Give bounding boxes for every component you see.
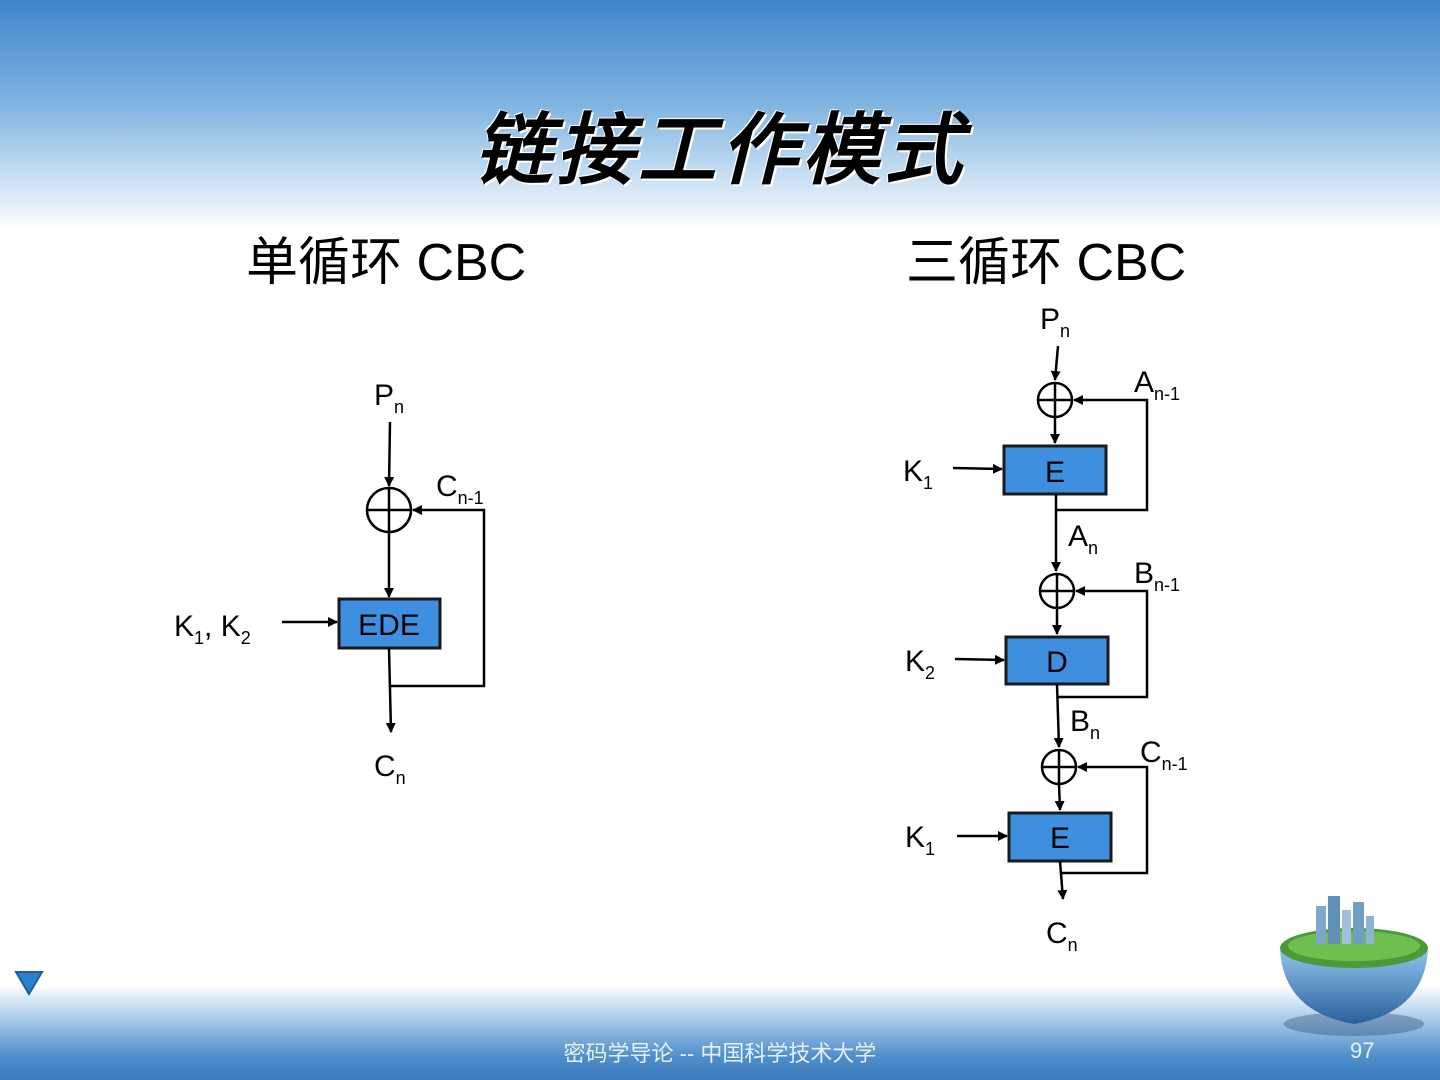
header-background [0,0,1440,230]
right-output-label: Cn [1046,917,1078,955]
right-feedback-2-loop [1057,586,1149,699]
left-diagram: Pn Cn-1 EDE K1, K2 Cn [174,379,486,788]
right-input-arrow [1050,345,1061,381]
right-box-2-label: D [1046,646,1068,679]
right-xor-3-to-box-arrow [1054,783,1065,811]
right-input-label: Pn [1040,303,1070,341]
left-feedback-label: Cn-1 [436,470,484,508]
right-feedback-3-label: Cn-1 [1140,736,1188,774]
right-output-arrow [1057,860,1068,900]
left-feedback-loop [389,505,486,688]
right-feedback-2-label: Bn-1 [1134,557,1180,595]
right-key-3-label: K1 [905,821,935,859]
page-number: 97 [1350,1038,1375,1063]
right-stage-1-output-label: An [1068,520,1098,558]
footer-text: 密码学导论 -- 中国科学技术大学 [563,1041,877,1066]
left-xor-icon [365,486,413,534]
left-heading: 单循环 CBC [246,234,527,292]
right-key-2-arrow [954,654,1005,665]
left-input-label: Pn [374,379,404,417]
left-input-arrow [384,421,395,487]
footer-background [0,985,1440,1080]
globe-city-icon [1280,896,1428,1036]
right-stage-2-output-label: Bn [1070,705,1100,743]
left-keys-label: K1, K2 [174,610,251,648]
right-key-2-label: K2 [905,645,935,683]
right-xor-1-icon [1036,381,1074,419]
slide-title: 链接工作模式 [473,105,966,196]
right-feedback-3-loop [1061,762,1149,875]
right-feedback-1-label: An-1 [1134,366,1180,404]
right-xor-3-icon [1040,748,1078,786]
left-ede-label: EDE [358,609,420,642]
right-box-1 [1002,444,1108,496]
right-key-1-label: K1 [903,455,933,493]
right-box-2-output-arrow [1053,683,1064,748]
right-key-1-arrow [952,463,1003,474]
right-box-1-label: E [1045,456,1065,489]
right-box-3 [1007,811,1113,863]
left-output-arrow [385,647,396,733]
right-diagram: Pn An-1 E K1 An Bn-1 [903,303,1188,955]
right-heading: 三循环 CBC [906,234,1187,292]
right-xor-2-icon [1038,572,1076,610]
triangle-down-icon[interactable] [14,968,44,998]
right-box-3-label: E [1050,822,1070,855]
left-output-label: Cn [374,750,406,788]
right-feedback-1-loop [1055,395,1149,512]
